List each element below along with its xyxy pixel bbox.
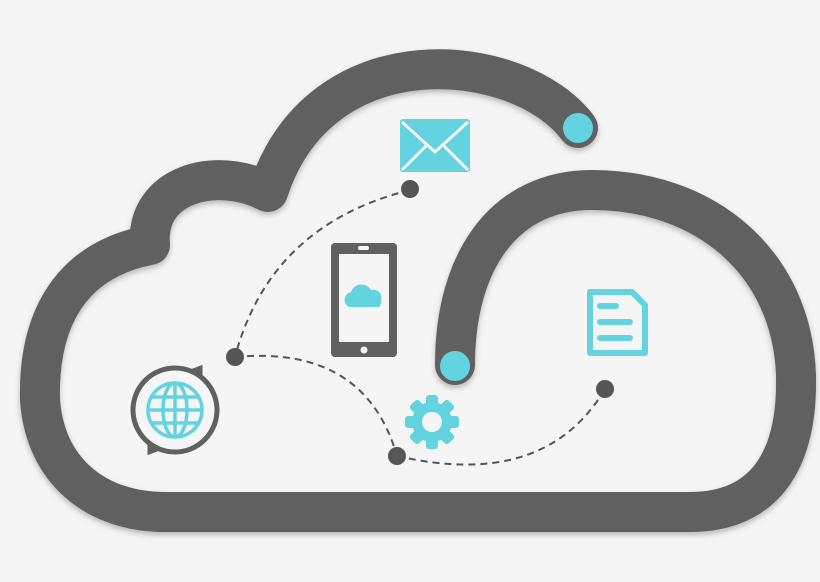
smartphone-cloud-icon (331, 243, 397, 357)
gear-tooth (405, 416, 417, 428)
document-icon (587, 289, 648, 356)
gear-tooth (426, 437, 438, 449)
node-dot (226, 348, 244, 366)
gear-tooth (426, 395, 438, 407)
gear-tooth (409, 429, 425, 445)
cloud-end-dot (436, 347, 474, 385)
connector-line (396, 388, 606, 466)
node-dot (388, 447, 406, 465)
connector-lines (234, 189, 606, 466)
connector-line (234, 354, 398, 457)
cloud-end-dot (559, 109, 597, 147)
gear-tooth (439, 399, 455, 415)
gear-tooth (447, 416, 459, 428)
globe-sync-icon (130, 364, 220, 456)
node-dot (596, 380, 614, 398)
gear-icon (405, 395, 459, 449)
connector-line (234, 189, 411, 358)
cloud-outline (19, 49, 817, 532)
gear-tooth (409, 399, 425, 415)
gear-tooth (439, 429, 455, 445)
node-dot (401, 180, 419, 198)
connector-nodes (226, 180, 614, 465)
envelope-icon (400, 119, 470, 172)
